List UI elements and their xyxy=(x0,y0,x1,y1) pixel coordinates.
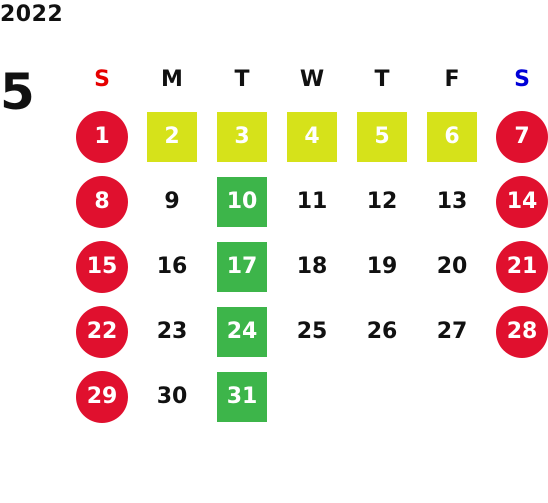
calendar-day[interactable]: 27 xyxy=(436,319,468,344)
calendar-cell: 25 xyxy=(277,299,347,364)
holiday-day[interactable]: 14 xyxy=(496,175,548,228)
calendar-cell: 3 xyxy=(207,104,277,169)
weekday-header: T xyxy=(234,66,250,92)
holiday-day[interactable]: 28 xyxy=(496,305,548,358)
calendar-cell: 4 xyxy=(277,104,347,169)
calendar-cell: 9 xyxy=(137,169,207,234)
calendar-cell xyxy=(347,364,417,429)
calendar-cell: 15 xyxy=(67,234,137,299)
calendar-cell: 6 xyxy=(417,104,487,169)
highlighted-day[interactable]: 2 xyxy=(147,111,197,162)
calendar-day[interactable]: 12 xyxy=(366,189,398,214)
holiday-day[interactable]: 29 xyxy=(76,370,128,423)
calendar-day[interactable]: 23 xyxy=(156,319,188,344)
calendar-day[interactable]: 13 xyxy=(436,189,468,214)
weekday-header: T xyxy=(374,66,390,92)
calendar-cell: 2 xyxy=(137,104,207,169)
calendar-cell: 20 xyxy=(417,234,487,299)
calendar-cell: 30 xyxy=(137,364,207,429)
highlighted-day[interactable]: 6 xyxy=(427,111,477,162)
calendar-cell: 8 xyxy=(67,169,137,234)
calendar-cell: 31 xyxy=(207,364,277,429)
calendar-cell: 23 xyxy=(137,299,207,364)
calendar-day[interactable]: 11 xyxy=(296,189,328,214)
calendar-day[interactable]: 26 xyxy=(366,319,398,344)
calendar-cell: 14 xyxy=(487,169,548,234)
calendar-day[interactable]: 19 xyxy=(366,254,398,279)
weekday-header: S xyxy=(94,66,110,92)
calendar-cell: 12 xyxy=(347,169,417,234)
highlighted-day[interactable]: 4 xyxy=(287,111,337,162)
calendar-cell: 24 xyxy=(207,299,277,364)
holiday-day[interactable]: 22 xyxy=(76,305,128,358)
weekday-header: W xyxy=(299,66,325,92)
year-label: 2022 xyxy=(0,2,64,27)
calendar-cell: 11 xyxy=(277,169,347,234)
calendar-cell xyxy=(417,364,487,429)
calendar-day[interactable]: 18 xyxy=(296,254,328,279)
marked-day[interactable]: 24 xyxy=(217,306,267,357)
calendar-cell: 17 xyxy=(207,234,277,299)
calendar-cell: 16 xyxy=(137,234,207,299)
calendar-cell: 26 xyxy=(347,299,417,364)
calendar-day[interactable]: 25 xyxy=(296,319,328,344)
highlighted-day[interactable]: 3 xyxy=(217,111,267,162)
holiday-day[interactable]: 15 xyxy=(76,240,128,293)
holiday-day[interactable]: 21 xyxy=(496,240,548,293)
calendar-cell: 1 xyxy=(67,104,137,169)
calendar-day[interactable]: 9 xyxy=(164,189,180,214)
calendar-cell: 27 xyxy=(417,299,487,364)
calendar-cell: 10 xyxy=(207,169,277,234)
highlighted-day[interactable]: 5 xyxy=(357,111,407,162)
holiday-day[interactable]: 1 xyxy=(76,110,128,163)
weekday-header: F xyxy=(444,66,460,92)
calendar-day[interactable]: 30 xyxy=(156,384,188,409)
calendar-cell: 29 xyxy=(67,364,137,429)
marked-day[interactable]: 17 xyxy=(217,241,267,292)
calendar-cell xyxy=(277,364,347,429)
calendar-cell: 5 xyxy=(347,104,417,169)
calendar-cell: 28 xyxy=(487,299,548,364)
calendar-cell: 21 xyxy=(487,234,548,299)
calendar-cell: 18 xyxy=(277,234,347,299)
calendar-cell: 19 xyxy=(347,234,417,299)
weekday-header: M xyxy=(161,66,183,92)
calendar-cell: 13 xyxy=(417,169,487,234)
calendar-cell: 22 xyxy=(67,299,137,364)
calendar-cell: 7 xyxy=(487,104,548,169)
calendar-day[interactable]: 16 xyxy=(156,254,188,279)
holiday-day[interactable]: 7 xyxy=(496,110,548,163)
month-label: 5 xyxy=(0,63,35,121)
weekday-header: S xyxy=(514,66,530,92)
holiday-day[interactable]: 8 xyxy=(76,175,128,228)
marked-day[interactable]: 10 xyxy=(217,176,267,227)
calendar-cell xyxy=(487,364,548,429)
marked-day[interactable]: 31 xyxy=(217,371,267,422)
calendar-day[interactable]: 20 xyxy=(436,254,468,279)
